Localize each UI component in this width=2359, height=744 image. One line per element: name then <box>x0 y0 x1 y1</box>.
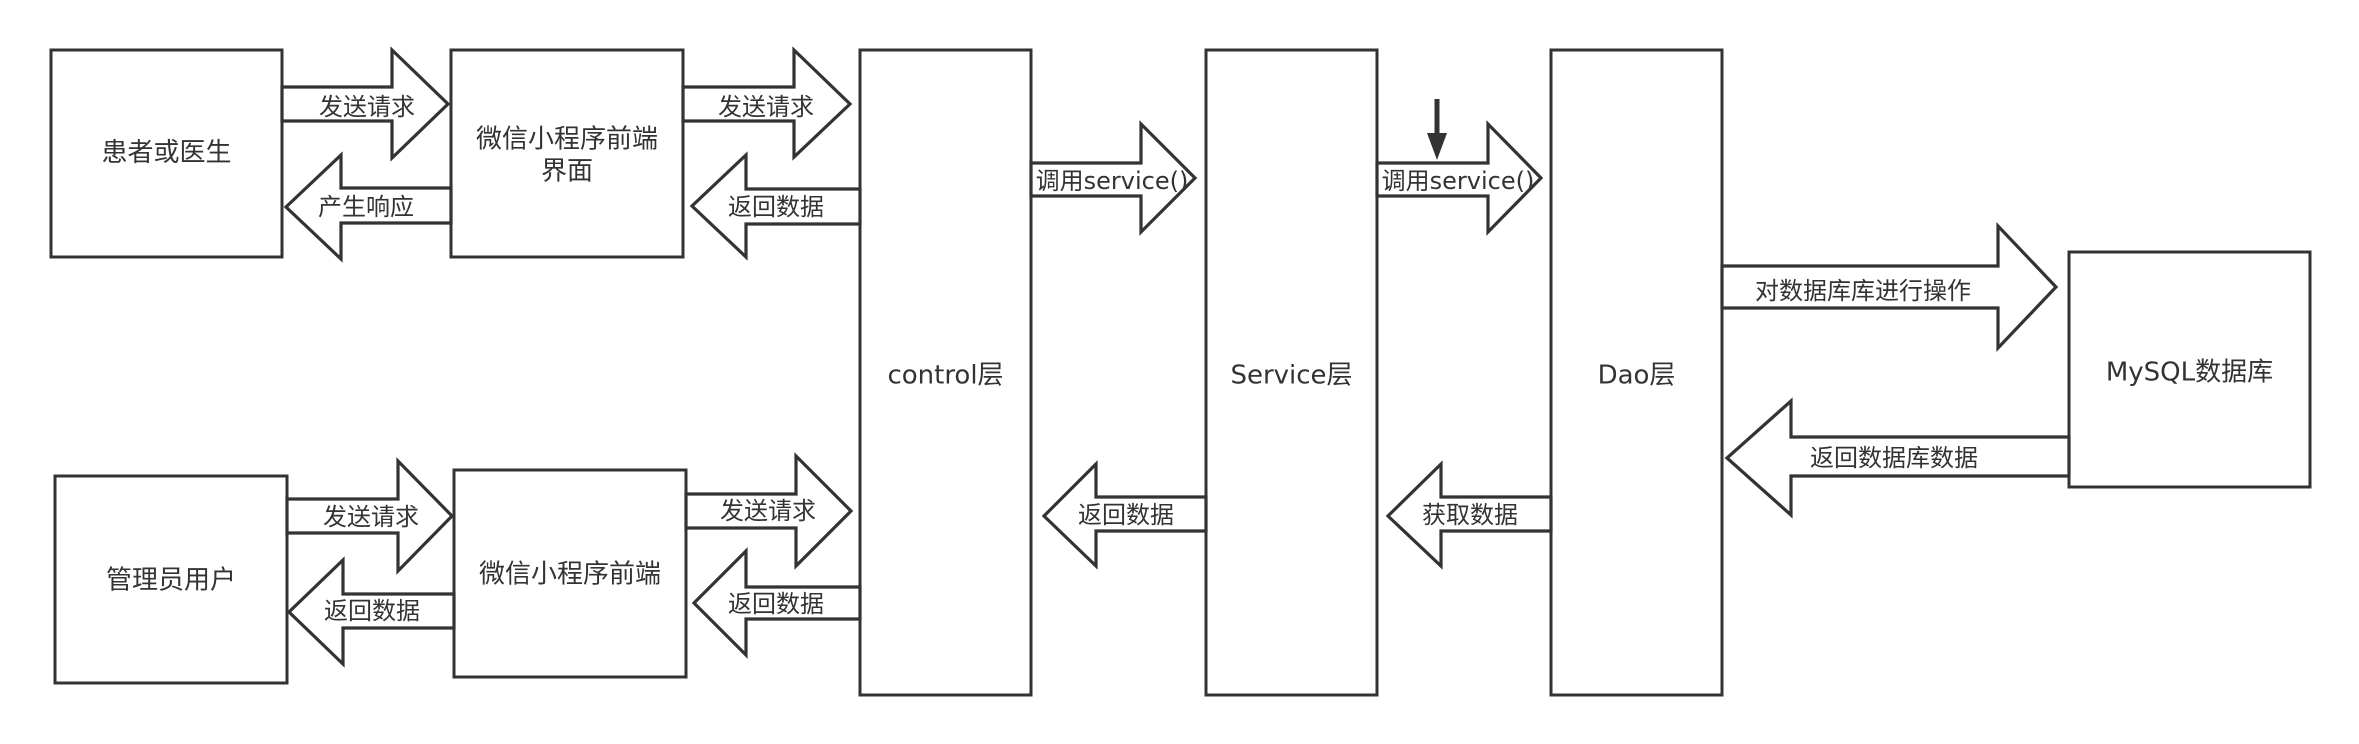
arrow-dao-operate-db: 对数据库库进行操作 <box>1720 221 2059 353</box>
arrow-ui-return-data: 返回数据 <box>689 151 862 261</box>
arrow-patient-send-request: 发送请求 <box>280 46 451 162</box>
arrow-dao-get-data-label: 获取数据 <box>1422 501 1518 529</box>
box-admin-user-label: 管理员用户 <box>106 566 236 596</box>
arrow-dao-get-data-shape <box>1385 460 1553 570</box>
box-service-layer-label: Service层 <box>1230 361 1352 391</box>
arrow-admin-return-data: 返回数据 <box>286 556 456 668</box>
arrow-service-call-dao: 调用service() <box>1375 120 1544 236</box>
box-control-layer-rect <box>858 48 1033 697</box>
arrow-patient-response-label: 产生响应 <box>318 193 414 221</box>
box-service-layer: Service层 <box>1204 48 1379 697</box>
arrow-dao-operate-db-label: 对数据库库进行操作 <box>1755 277 1971 305</box>
box-mysql-db: MySQL数据库 <box>2067 250 2312 489</box>
arrow-admin-ui-send-request-shape <box>684 452 854 570</box>
arrow-control-call-service-shape <box>1029 120 1198 236</box>
arrow-service-return-data-label: 返回数据 <box>1078 501 1174 529</box>
arrow-patient-send-request-label: 发送请求 <box>319 93 415 121</box>
arrow-db-return-data: 返回数据库数据 <box>1724 397 2071 519</box>
arrow-service-call-dao-label: 调用service() <box>1382 167 1535 195</box>
arrow-admin-return-data-shape <box>286 556 456 668</box>
arrow-control-call-service: 调用service() <box>1029 120 1198 236</box>
box-patient-doctor-rect <box>49 48 284 259</box>
arrow-ui-return-data-label: 返回数据 <box>728 193 824 221</box>
arrow-admin-ui-return-data-label: 返回数据 <box>728 590 824 618</box>
arrow-ui-send-request-shape <box>681 46 853 161</box>
box-control-layer-label: control层 <box>887 361 1003 391</box>
box-miniprogram-admin-label: 微信小程序前端 <box>479 560 661 590</box>
arrow-patient-response-shape <box>283 151 453 263</box>
down-pointer-arrow <box>1427 99 1447 160</box>
box-mysql-db-rect <box>2067 250 2312 489</box>
box-service-layer-rect <box>1204 48 1379 697</box>
box-miniprogram-ui-label-line2: 界面 <box>541 157 593 187</box>
arrow-admin-send-request-label: 发送请求 <box>323 503 419 531</box>
box-miniprogram-ui-label-line1: 微信小程序前端 <box>476 125 658 155</box>
arrow-service-call-dao-shape <box>1375 120 1544 236</box>
box-miniprogram-admin: 微信小程序前端 <box>452 468 688 679</box>
box-patient-doctor: 患者或医生 <box>49 48 284 259</box>
arrow-admin-send-request: 发送请求 <box>285 457 455 575</box>
box-miniprogram-ui: 微信小程序前端 界面 <box>449 48 685 259</box>
arrow-admin-ui-return-data-shape <box>691 547 862 659</box>
arrow-admin-return-data-label: 返回数据 <box>324 597 420 625</box>
box-dao-layer-rect <box>1549 48 1724 697</box>
arrow-ui-return-data-shape <box>689 151 862 261</box>
arrow-patient-send-request-shape <box>280 46 451 162</box>
box-patient-doctor-label: 患者或医生 <box>101 138 231 168</box>
box-mysql-db-label: MySQL数据库 <box>2106 358 2273 388</box>
arrow-ui-send-request-label: 发送请求 <box>718 93 814 121</box>
box-miniprogram-ui-rect <box>449 48 685 259</box>
arrow-dao-operate-db-shape <box>1720 221 2059 353</box>
box-admin-user: 管理员用户 <box>53 474 289 685</box>
box-dao-layer: Dao层 <box>1549 48 1724 697</box>
down-pointer-arrow-head <box>1427 133 1447 160</box>
arrow-control-call-service-label: 调用service() <box>1036 167 1189 195</box>
arrow-service-return-data-shape <box>1041 460 1208 570</box>
arrow-admin-ui-return-data: 返回数据 <box>691 547 862 659</box>
arrow-service-return-data: 返回数据 <box>1041 460 1208 570</box>
arrow-db-return-data-shape <box>1724 397 2071 519</box>
arrow-db-return-data-label: 返回数据库数据 <box>1810 444 1978 472</box>
arrow-dao-get-data: 获取数据 <box>1385 460 1553 570</box>
box-dao-layer-label: Dao层 <box>1598 361 1676 391</box>
arrow-admin-ui-send-request-label: 发送请求 <box>720 497 816 525</box>
arrow-patient-response: 产生响应 <box>283 151 453 263</box>
box-control-layer: control层 <box>858 48 1033 697</box>
box-miniprogram-admin-rect <box>452 468 688 679</box>
arrow-admin-send-request-shape <box>285 457 455 575</box>
box-admin-user-rect <box>53 474 289 685</box>
arrow-admin-ui-send-request: 发送请求 <box>684 452 854 570</box>
arrow-ui-send-request: 发送请求 <box>681 46 853 161</box>
